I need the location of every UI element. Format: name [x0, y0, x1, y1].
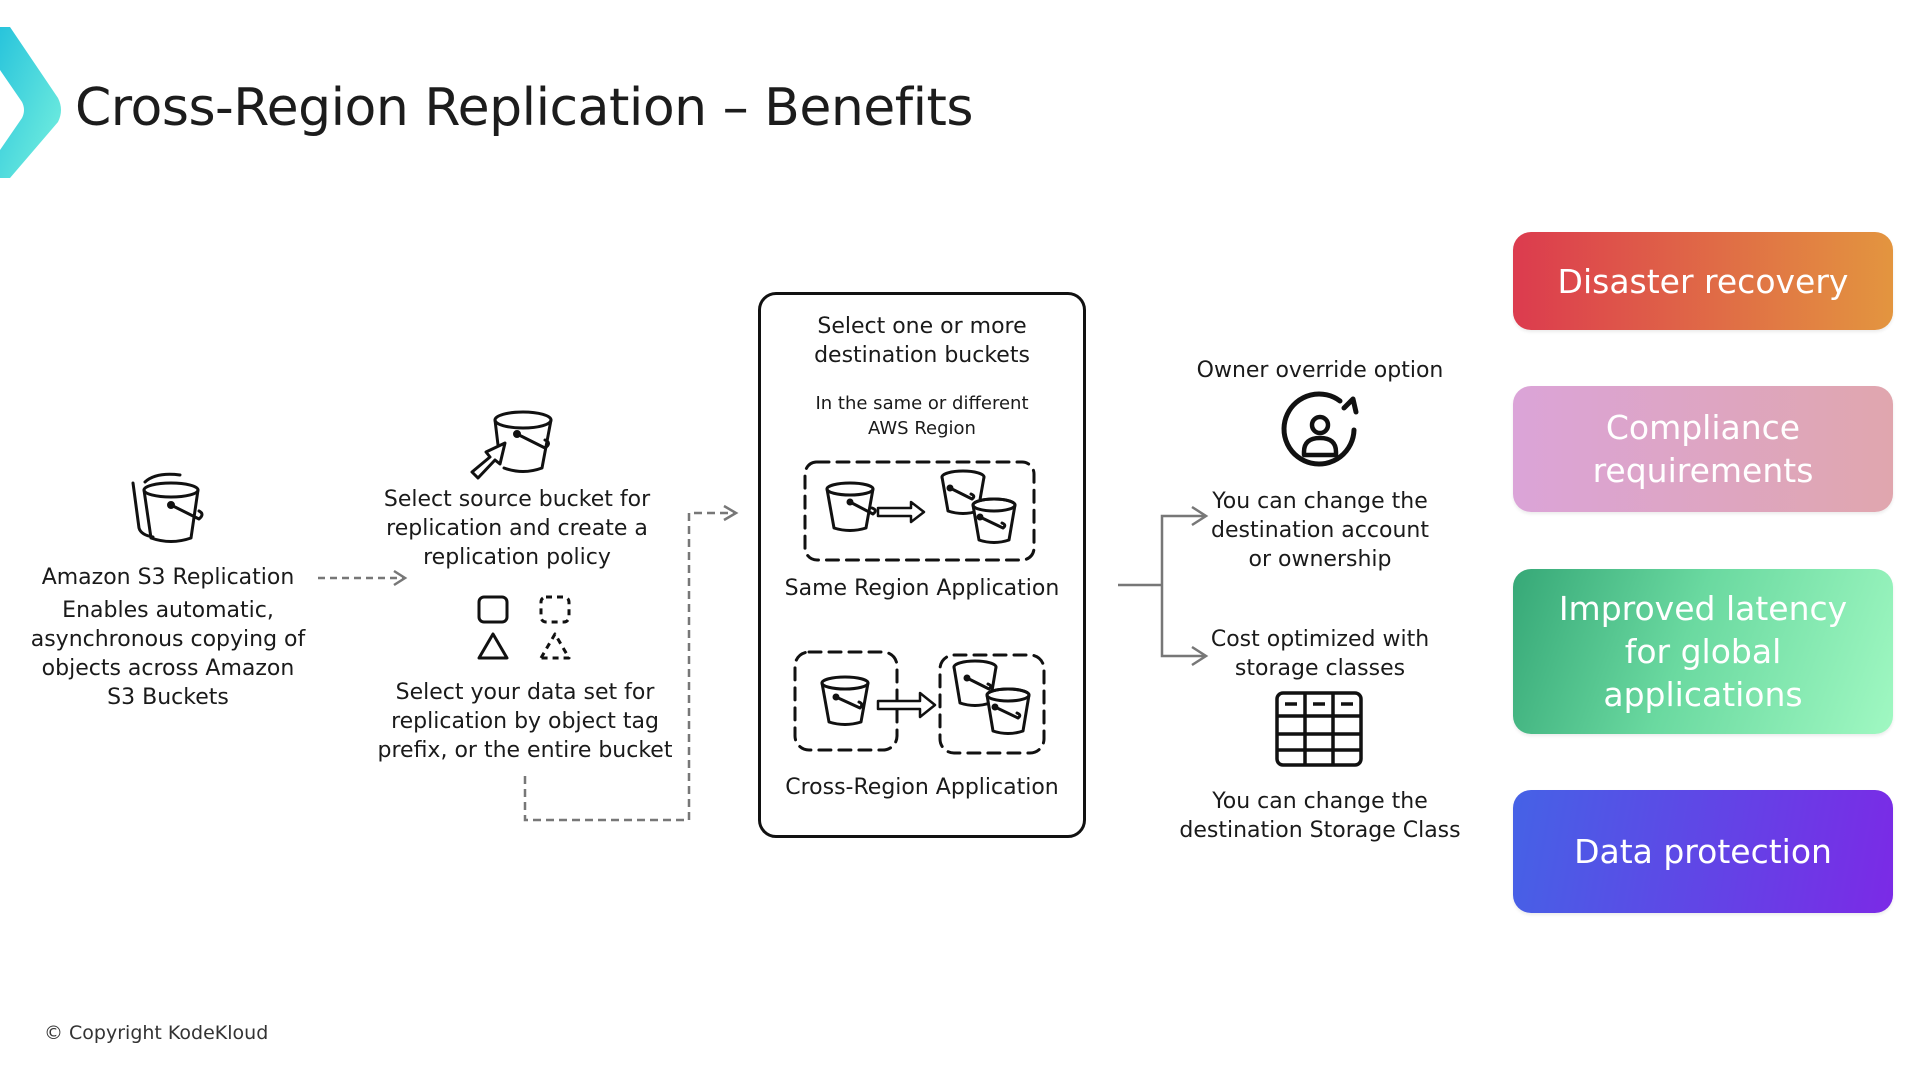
- cross-region-illustration: [793, 650, 1046, 755]
- benefit-compliance-line-1: Compliance: [1605, 408, 1801, 447]
- source-bucket-block: Select source bucket for replication and…: [367, 485, 667, 572]
- s3-replication-desc-2: asynchronous copying of: [30, 627, 306, 652]
- s3-replication-heading: Amazon S3 Replication: [41, 565, 295, 590]
- dashed-connector-dataset-to-destination: [523, 504, 739, 822]
- benefit-disaster-recovery: Disaster recovery: [1513, 232, 1893, 330]
- benefit-compliance-line-2: requirements: [1592, 451, 1814, 490]
- benefit-compliance-label: Compliance requirements: [1593, 406, 1814, 492]
- s3-buckets-icon: [131, 472, 204, 543]
- data-set-line-3: prefix, or the entire bucket: [377, 738, 673, 763]
- storage-class-heading-line-2: storage classes: [1234, 656, 1406, 681]
- owner-override-desc: You can change the destination account o…: [1170, 487, 1470, 574]
- benefit-latency-line-1: Improved latency: [1558, 589, 1848, 628]
- storage-class-line-1: You can change the: [1212, 789, 1428, 814]
- bucket-icon: [985, 687, 1031, 735]
- benefit-improved-latency-label: Improved latency for global applications: [1559, 587, 1847, 716]
- owner-override-line-3: or ownership: [1248, 547, 1392, 572]
- destination-heading: Select one or more destination buckets: [758, 312, 1086, 370]
- dashed-arrow-replication-to-source: [318, 569, 408, 587]
- source-bucket-line-2: replication and create a: [386, 516, 648, 541]
- same-region-label: Same Region Application: [784, 576, 1060, 601]
- destination-sub-line-2: AWS Region: [868, 418, 976, 439]
- table-icon: [1275, 691, 1363, 767]
- benefit-disaster-recovery-label: Disaster recovery: [1557, 261, 1849, 301]
- chevron-logo-icon: [0, 27, 61, 178]
- storage-class-heading-line-1: Cost optimized with: [1210, 627, 1430, 652]
- data-set-line-1: Select your data set for: [395, 680, 655, 705]
- copyright-footer: © Copyright KodeKloud: [44, 1022, 269, 1044]
- storage-class-line-2: destination Storage Class: [1179, 818, 1461, 843]
- source-bucket-line-3: replication policy: [423, 545, 611, 570]
- data-set-block: Select your data set for replication by …: [367, 678, 683, 765]
- s3-replication-desc-4: S3 Buckets: [107, 685, 229, 710]
- destination-heading-line-1: Select one or more: [817, 314, 1027, 339]
- owner-override-line-2: destination account: [1211, 518, 1429, 543]
- benefit-compliance: Compliance requirements: [1513, 386, 1893, 512]
- owner-override-line-1: You can change the: [1212, 489, 1428, 514]
- destination-subheading: In the same or different AWS Region: [758, 391, 1086, 441]
- benefit-latency-line-2: for global: [1624, 632, 1782, 671]
- destination-heading-line-2: destination buckets: [814, 343, 1030, 368]
- source-bucket-line-1: Select source bucket for: [383, 487, 651, 512]
- bucket-icon: [825, 481, 877, 532]
- s3-replication-desc-1: Enables automatic,: [62, 598, 274, 623]
- owner-override-heading: Owner override option: [1196, 358, 1444, 383]
- s3-replication-desc-3: objects across Amazon: [41, 656, 295, 681]
- data-set-line-2: replication by object tag: [391, 709, 659, 734]
- bucket-icon: [971, 497, 1017, 544]
- cross-region-label: Cross-Region Application: [785, 775, 1059, 800]
- destination-buckets-box: [758, 292, 1086, 838]
- bucket-select-icon: [470, 410, 553, 480]
- benefit-data-protection-label: Data protection: [1574, 832, 1832, 871]
- s3-replication-block: Amazon S3 Replication Enables automatic,…: [18, 563, 318, 712]
- benefit-latency-line-3: applications: [1603, 675, 1803, 714]
- bucket-icon: [820, 675, 870, 726]
- shapes-icon: [477, 595, 571, 660]
- bracket-connector-destination-options: [1118, 505, 1209, 667]
- storage-class-heading: Cost optimized with storage classes: [1170, 625, 1470, 683]
- slide-title: Cross-Region Replication – Benefits: [75, 78, 974, 138]
- storage-class-desc: You can change the destination Storage C…: [1170, 787, 1470, 845]
- same-region-illustration: [803, 460, 1036, 562]
- owner-change-icon: [1281, 391, 1359, 467]
- benefit-improved-latency: Improved latency for global applications: [1513, 569, 1893, 734]
- benefit-data-protection: Data protection: [1513, 790, 1893, 913]
- destination-sub-line-1: In the same or different: [815, 393, 1029, 414]
